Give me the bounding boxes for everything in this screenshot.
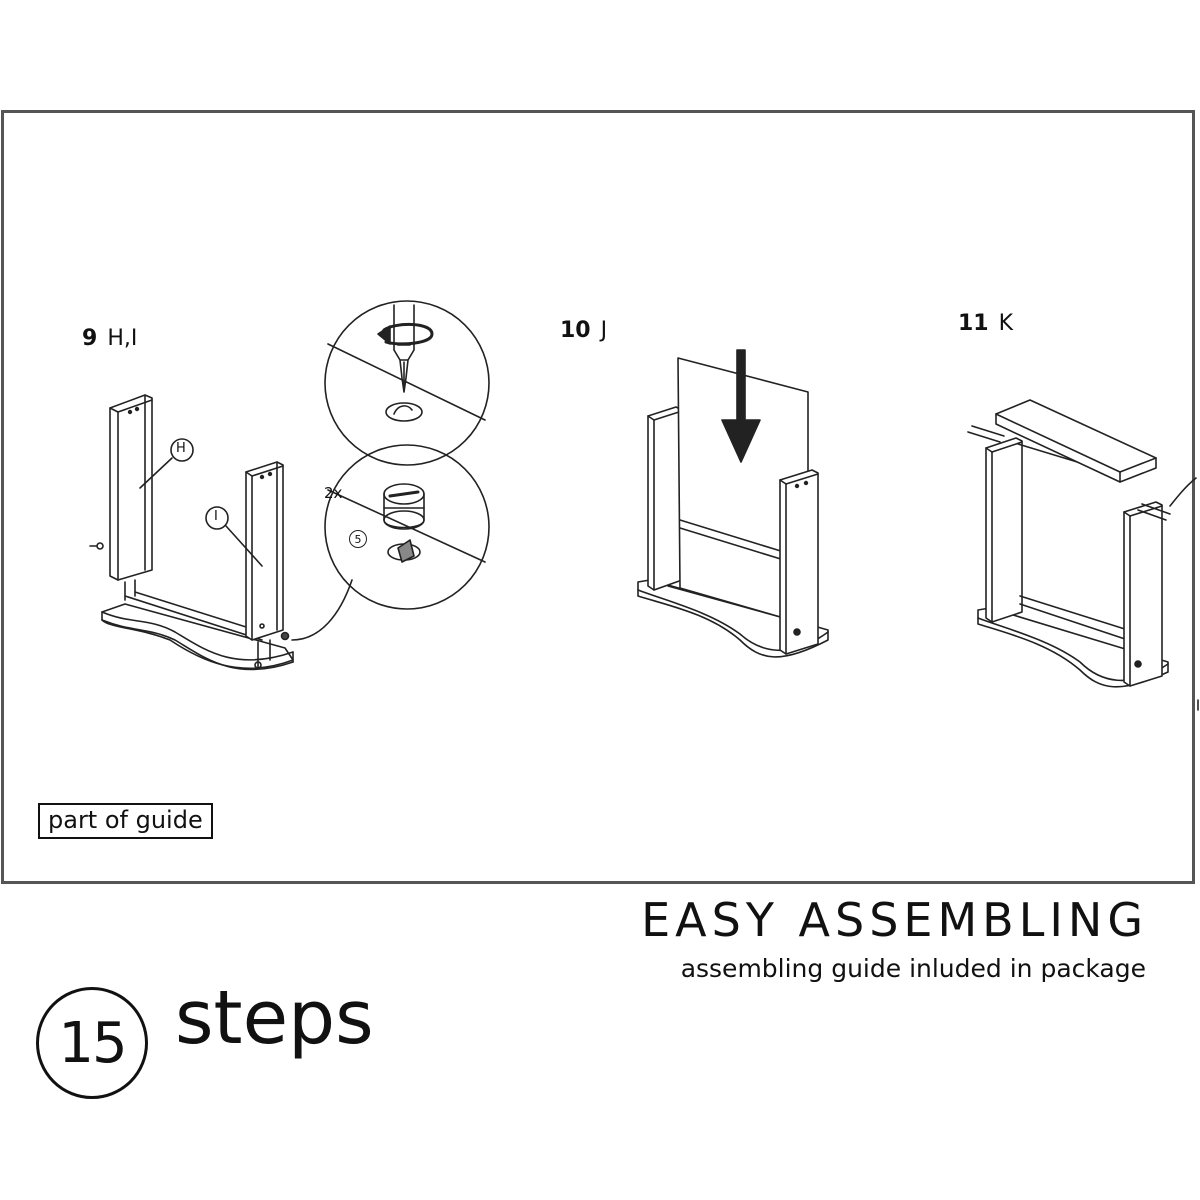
fitting-ref-label: 5 (354, 532, 362, 546)
part-h-label: H (176, 441, 186, 456)
step-9-number: 9 (82, 326, 98, 351)
step-11-parts: K (998, 311, 1014, 336)
steps-label: steps (175, 975, 374, 1061)
step-9-illustration (89, 300, 490, 671)
step-9-parts: H,I (107, 326, 138, 351)
part-of-guide-label: part of guide (38, 803, 213, 839)
step-9-title: 9 H,I (82, 326, 137, 351)
part-i-label: I (214, 509, 218, 524)
fitting-ref-badge: 5 (349, 530, 367, 548)
quantity-label: 2x (324, 484, 343, 502)
cam-lock-icon (383, 483, 425, 563)
down-arrow-icon (721, 349, 761, 463)
step-11-number: 11 (958, 311, 989, 336)
step-11-illustration (967, 399, 1199, 711)
step-11-title: 11 K (958, 311, 1013, 336)
subline: assembling guide inluded in package (680, 954, 1146, 983)
steps-count-badge: 15 (36, 987, 148, 1099)
step-10-illustration (637, 349, 829, 658)
step-10-parts: J (600, 318, 608, 343)
steps-count: 15 (58, 1010, 127, 1076)
step-10-title: 10 J (560, 318, 607, 343)
rotate-arrow-icon (382, 323, 434, 346)
step-10-number: 10 (560, 318, 591, 343)
headline: EASY ASSEMBLING (641, 893, 1148, 947)
